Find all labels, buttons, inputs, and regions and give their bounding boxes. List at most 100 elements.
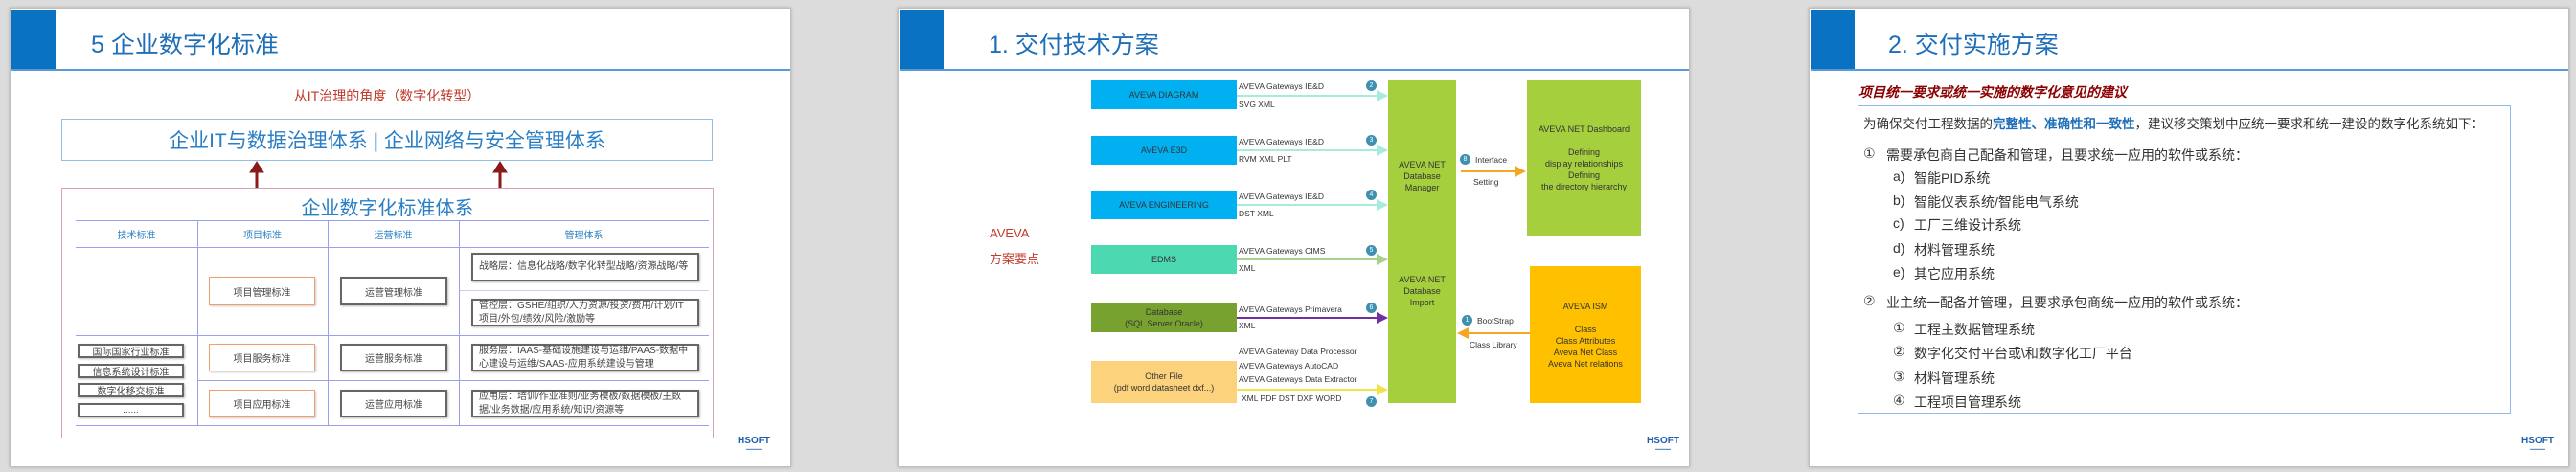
list-item: 工程项目管理系统 xyxy=(1914,394,2021,410)
column-divider xyxy=(459,220,460,425)
slide-technical-solution: 1. 交付技术方案 AVEVA 方案要点 AVEVA DIAGRAM AVEVA… xyxy=(898,8,1690,467)
step-number: 4 xyxy=(1366,190,1377,200)
gateway-label: AVEVA Gateways CIMS xyxy=(1239,246,1326,256)
table-header-line xyxy=(76,247,709,248)
column-header: 项目标准 xyxy=(243,231,282,241)
step-number: 5 xyxy=(1366,245,1377,256)
table-row-line xyxy=(197,380,709,381)
mgmt-layer-item: 应用层：培训/作业准则/业务模板/数据模板/主数据/业务数据/应用系统/知识/资… xyxy=(471,390,699,417)
slide-enterprise-standards: 5 企业数字化标准 从IT治理的角度（数字化转型） 企业IT与数据治理体系 | … xyxy=(10,8,791,467)
up-arrow-right-head xyxy=(492,161,508,173)
company-logo: HSOFT▬▬▬▬ xyxy=(738,436,770,452)
header-accent-bar xyxy=(1811,10,1855,70)
source-box-other-file: Other File (pdf word datasheet dxf...) xyxy=(1091,361,1237,403)
header-accent-bar xyxy=(11,10,56,70)
tech-standard-item: 数字化移交标准 xyxy=(78,383,184,397)
format-label: DST XML xyxy=(1239,209,1274,218)
flow-arrows xyxy=(1237,90,1530,395)
column-header: 运营标准 xyxy=(374,231,413,241)
list-label: ② xyxy=(1893,344,1905,359)
intro-highlight: 完整性、准确性和一致性 xyxy=(1993,117,2135,131)
ops-standard-item: 运营应用标准 xyxy=(340,390,447,417)
interface-sub-label: Setting xyxy=(1473,177,1499,187)
table-bottom-line xyxy=(76,425,709,426)
tech-standard-item: ...... xyxy=(78,403,184,417)
header-divider xyxy=(1811,69,2568,71)
database-import-label: AVEVA NET Database Import xyxy=(1399,275,1446,307)
framework-title: 企业数字化标准体系 xyxy=(301,198,474,219)
subtitle: 从IT治理的角度（数字化转型） xyxy=(293,88,481,103)
project-standard-item: 项目管理标准 xyxy=(209,277,315,305)
project-standard-item: 项目服务标准 xyxy=(209,344,315,371)
mgmt-layer-item: 战略层：信息化战略/数字化转型战略/资源战略/等 xyxy=(471,253,699,281)
project-standard-item: 项目应用标准 xyxy=(209,390,315,417)
list-label: ① xyxy=(1893,320,1905,335)
slide-title: 5 企业数字化标准 xyxy=(91,32,279,58)
format-label: XML xyxy=(1239,321,1256,330)
format-label: SVG XML xyxy=(1239,100,1275,109)
interface-label: Interface xyxy=(1475,155,1508,165)
ism-box: AVEVA ISM Class Class Attributes Aveva N… xyxy=(1530,266,1641,403)
table-top-line xyxy=(76,220,709,221)
mgmt-layer-item: 服务层：IAAS-基础设施建设与运维/PAAS-数据中心建设与运维/SAAS-应… xyxy=(471,344,699,371)
gateway-label: AVEVA Gateway Data Processor AVEVA Gatew… xyxy=(1239,347,1357,384)
list-label: d) xyxy=(1893,240,1905,256)
column-header: 管理体系 xyxy=(564,231,604,241)
section2-number: ② xyxy=(1863,293,1876,308)
step-number: 2 xyxy=(1366,80,1377,91)
database-manager-label: AVEVA NET Database Manager xyxy=(1399,160,1446,192)
header-divider xyxy=(11,69,790,71)
format-label: XML xyxy=(1239,263,1256,273)
column-divider xyxy=(328,220,329,425)
tech-standard-item: 信息系统设计标准 xyxy=(78,364,184,378)
ops-standard-item: 运营服务标准 xyxy=(340,344,447,371)
header-accent-bar xyxy=(900,10,944,70)
list-item: 数字化交付平台或\和数字化工厂平台 xyxy=(1914,346,2132,361)
standards-frame xyxy=(61,188,714,438)
bootstrap-label: BootStrap xyxy=(1477,316,1514,326)
list-label: c) xyxy=(1893,215,1904,231)
step-number: 1 xyxy=(1462,315,1472,326)
table-row-line xyxy=(76,335,709,336)
mgmt-layer-item: 管控层：GSHE/组织/人力资源/投资/费用/计划/IT项目/外包/绩效/风险/… xyxy=(471,299,699,326)
gateway-label: AVEVA Gateways IE&D xyxy=(1239,191,1324,201)
step-number: 8 xyxy=(1460,154,1470,165)
section1-number: ① xyxy=(1863,146,1876,161)
list-item: 工厂三维设计系统 xyxy=(1914,217,2021,233)
up-arrow-left-head xyxy=(249,161,264,173)
list-item: 智能仪表系统/智能电气系统 xyxy=(1914,194,2079,210)
header-divider xyxy=(900,69,1689,71)
slide-implementation-plan: 2. 交付实施方案 项目统一要求或统一实施的数字化意见的建议 为确保交付工程数据… xyxy=(1809,8,2569,467)
governance-box: 企业IT与数据治理体系 | 企业网络与安全管理体系 xyxy=(61,119,713,161)
list-item: 工程主数据管理系统 xyxy=(1914,322,2035,337)
source-box-diagram: AVEVA DIAGRAM xyxy=(1091,80,1237,109)
list-label: e) xyxy=(1893,264,1905,280)
company-logo: HSOFT▬▬▬▬ xyxy=(2521,436,2554,452)
governance-text: 企业IT与数据治理体系 | 企业网络与安全管理体系 xyxy=(169,130,605,152)
table-row-line xyxy=(459,290,709,291)
list-label: b) xyxy=(1893,192,1905,208)
source-box-engineering: AVEVA ENGINEERING xyxy=(1091,191,1237,219)
aveva-net-center-box xyxy=(1388,80,1456,403)
content-box xyxy=(1858,105,2511,414)
section2-text: 业主统一配备并管理，且要求承包商统一应用的软件或系统： xyxy=(1886,295,2248,310)
side-label-keypoints: 方案要点 xyxy=(990,252,1040,266)
gateway-label: AVEVA Gateways IE&D xyxy=(1239,81,1324,91)
step-number: 7 xyxy=(1366,396,1377,407)
list-item: 智能PID系统 xyxy=(1914,170,1991,186)
source-box-database: Database (SQL Server Oracle) xyxy=(1091,303,1237,332)
list-item: 材料管理系统 xyxy=(1914,242,1995,258)
format-label: RVM XML PLT xyxy=(1239,154,1292,164)
gateway-label: AVEVA Gateways IE&D xyxy=(1239,137,1324,146)
gateway-label: AVEVA Gateways Primavera xyxy=(1239,304,1342,314)
list-label: ③ xyxy=(1893,369,1905,384)
list-label: a) xyxy=(1893,169,1905,184)
company-logo: HSOFT▬▬▬▬ xyxy=(1647,436,1679,452)
format-label: XML PDF DST DXF WORD xyxy=(1242,393,1342,403)
list-label: ④ xyxy=(1893,393,1905,408)
column-header: 技术标准 xyxy=(117,231,156,241)
up-arrows xyxy=(249,161,508,188)
step-number: 3 xyxy=(1366,135,1377,146)
tech-standard-item: 国际国家行业标准 xyxy=(78,344,184,358)
list-item: 材料管理系统 xyxy=(1914,371,1995,386)
